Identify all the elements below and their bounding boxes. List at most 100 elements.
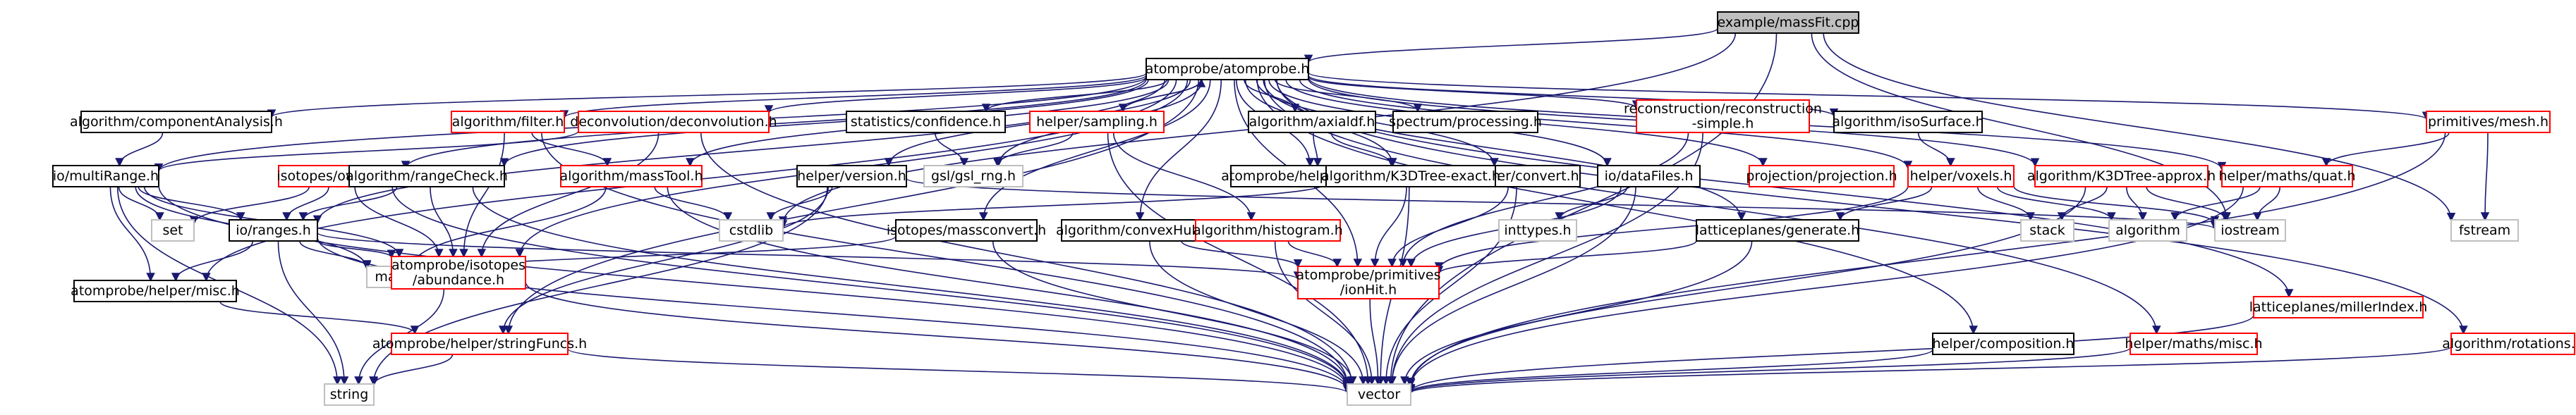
edge-filter-to-massTool <box>531 132 612 167</box>
node-massTool[interactable]: algorithm/massTool.h <box>559 165 703 187</box>
node-compAnalysis[interactable]: algorithm/componentAnalysis.h <box>70 111 283 133</box>
node-label: atomprobe/primitives <box>1296 268 1441 283</box>
node-label: gsl/gsl_rng.h <box>931 168 1016 184</box>
node-sampling[interactable]: helper/sampling.h <box>1029 111 1165 133</box>
edge-k3dExact-to-ionHit <box>1370 186 1407 268</box>
node-rotations[interactable]: algorithm/rotations.h <box>2442 333 2576 355</box>
node-convexHull[interactable]: algorithm/convexHull.h <box>1056 219 1212 242</box>
node-box <box>391 333 569 355</box>
node-version[interactable]: helper/version.h <box>796 165 907 187</box>
node-rangeCheck[interactable]: algorithm/rangeCheck.h <box>346 165 508 187</box>
edge-multiRange-to-ranges <box>138 186 245 221</box>
node-label: algorithm/convexHull.h <box>1056 223 1212 238</box>
node-abundance[interactable]: atomprobe/isotopes/abundance.h <box>391 256 526 290</box>
edge-rotations-to-vector <box>1406 346 2452 395</box>
edge-filter-to-abundance <box>459 132 505 258</box>
node-box <box>2221 165 2353 187</box>
node-label: primitives/mesh.h <box>2428 114 2548 130</box>
node-atomprobe[interactable]: atomprobe/atomprobe.h <box>1146 58 1310 80</box>
edge-confidence-to-gsl <box>934 132 969 167</box>
node-ranges[interactable]: io/ranges.h <box>229 219 318 242</box>
node-axialdf[interactable]: algorithm/axialdf.h <box>1248 111 1376 133</box>
node-deconvolution[interactable]: deconvolution/deconvolution.h <box>570 111 777 133</box>
node-mathsMisc[interactable]: helper/maths/misc.h <box>2125 333 2263 355</box>
node-spectrum[interactable]: spectrum/processing.h <box>1389 111 1542 133</box>
edge-root-to-atomprobe <box>1304 27 1718 64</box>
node-quat[interactable]: helper/maths/quat.h <box>2218 165 2356 187</box>
edge-overlaps-to-vector <box>391 186 1352 390</box>
edge-axialdf-to-k3dExact <box>1330 132 1397 167</box>
node-box <box>1597 165 1701 187</box>
node-box <box>1248 111 1376 133</box>
edge-root-to-fstream <box>1823 32 2456 222</box>
edge-multiRange-to-vector <box>158 185 1352 391</box>
node-box <box>1907 165 2015 187</box>
node-generate[interactable]: latticeplanes/generate.h <box>1696 219 1859 242</box>
node-label: string <box>330 387 369 402</box>
node-isoSurface[interactable]: algorithm/isoSurface.h <box>1832 111 1984 133</box>
node-label: io/multiRange.h <box>53 168 159 184</box>
node-root[interactable]: example/massFit.cpp <box>1717 11 1859 34</box>
node-label: algorithm <box>2115 223 2180 238</box>
edge-ranges-to-string <box>277 240 349 385</box>
node-k3dApprox[interactable]: algorithm/K3DTree-approx.h <box>2027 165 2216 187</box>
node-label: latticeplanes/generate.h <box>1696 223 1859 238</box>
node-helperMisc[interactable]: atomprobe/helper/misc.h <box>71 280 240 302</box>
node-multiRange[interactable]: io/multiRange.h <box>52 165 159 187</box>
node-label: fstream <box>2459 223 2510 238</box>
node-box <box>151 219 195 242</box>
node-stringFuncs[interactable]: atomprobe/helper/stringFuncs.h <box>372 333 587 355</box>
edge-axialdf-to-progress <box>1313 132 1323 167</box>
node-algorithm: algorithm <box>2108 219 2187 242</box>
edge-version-to-cstdlib <box>766 186 833 221</box>
node-box <box>1325 165 1496 187</box>
node-histogram[interactable]: algorithm/histogram.h <box>1193 219 1343 242</box>
node-voxels[interactable]: helper/voxels.h <box>1907 165 2015 187</box>
node-label: statistics/confidence.h <box>851 114 1001 130</box>
node-label: /abundance.h <box>413 273 504 288</box>
edge-ranges-to-helperMisc <box>171 240 254 282</box>
node-label: atomprobe/isotopes <box>391 258 525 273</box>
node-filter[interactable]: algorithm/filter.h <box>451 111 565 133</box>
node-massconvert[interactable]: isotopes/massconvert.h <box>887 219 1046 242</box>
graph-nodes: example/massFit.cpp atomprobe/atomprobe.h… <box>52 11 2576 406</box>
edge-dataFiles-to-inttypes <box>1555 186 1628 221</box>
edge-overlaps-to-ranges <box>282 186 329 221</box>
node-label: algorithm/histogram.h <box>1193 223 1343 238</box>
node-ionHit[interactable]: atomprobe/primitives/ionHit.h <box>1296 266 1441 299</box>
edge-atomprobe-to-rangeCheck <box>499 79 1149 168</box>
node-iostream: iostream <box>2214 219 2286 242</box>
edge-version-to-stringFuncs <box>498 186 830 335</box>
node-box <box>391 256 526 290</box>
edge-quat-to-algorithm <box>2170 186 2261 221</box>
node-box <box>796 165 907 187</box>
node-mesh[interactable]: primitives/mesh.h <box>2426 111 2551 133</box>
node-box <box>1717 11 1859 34</box>
edge-atomprobe-to-generate <box>1263 79 1746 221</box>
node-label: helper/version.h <box>797 168 906 184</box>
node-box <box>80 111 272 133</box>
node-composition[interactable]: helper/composition.h <box>1932 333 2074 355</box>
node-reconSimple[interactable]: reconstruction/reconstruction-simple.h <box>1624 99 1822 133</box>
node-box <box>52 165 159 187</box>
edge-quat-to-vector <box>1406 186 2244 388</box>
node-confidence[interactable]: statistics/confidence.h <box>846 111 1006 133</box>
node-box <box>923 165 1023 187</box>
node-millerIndex[interactable]: latticeplanes/millerIndex.h <box>2249 296 2427 318</box>
edge-histogram-to-vector <box>1274 240 1377 385</box>
edge-root-to-vector <box>1386 32 1778 385</box>
node-label: algorithm/rangeCheck.h <box>346 168 508 184</box>
node-label: helper/composition.h <box>1933 336 2074 352</box>
node-box <box>719 219 784 242</box>
edge-mesh-to-fstream <box>2480 132 2490 221</box>
node-dataFiles[interactable]: io/dataFiles.h <box>1597 165 1701 187</box>
node-k3dExact[interactable]: algorithm/K3DTree-exact.h <box>1321 165 1500 187</box>
edge-ranges-to-map <box>299 240 372 269</box>
node-label: atomprobe/helper/stringFuncs.h <box>372 336 587 352</box>
node-label: algorithm/K3DTree-exact.h <box>1321 168 1500 184</box>
node-box <box>2020 219 2074 242</box>
node-box <box>1932 333 2074 355</box>
edge-mesh-to-quat <box>2321 132 2450 167</box>
node-projection[interactable]: projection/projection.h <box>1746 165 1897 187</box>
